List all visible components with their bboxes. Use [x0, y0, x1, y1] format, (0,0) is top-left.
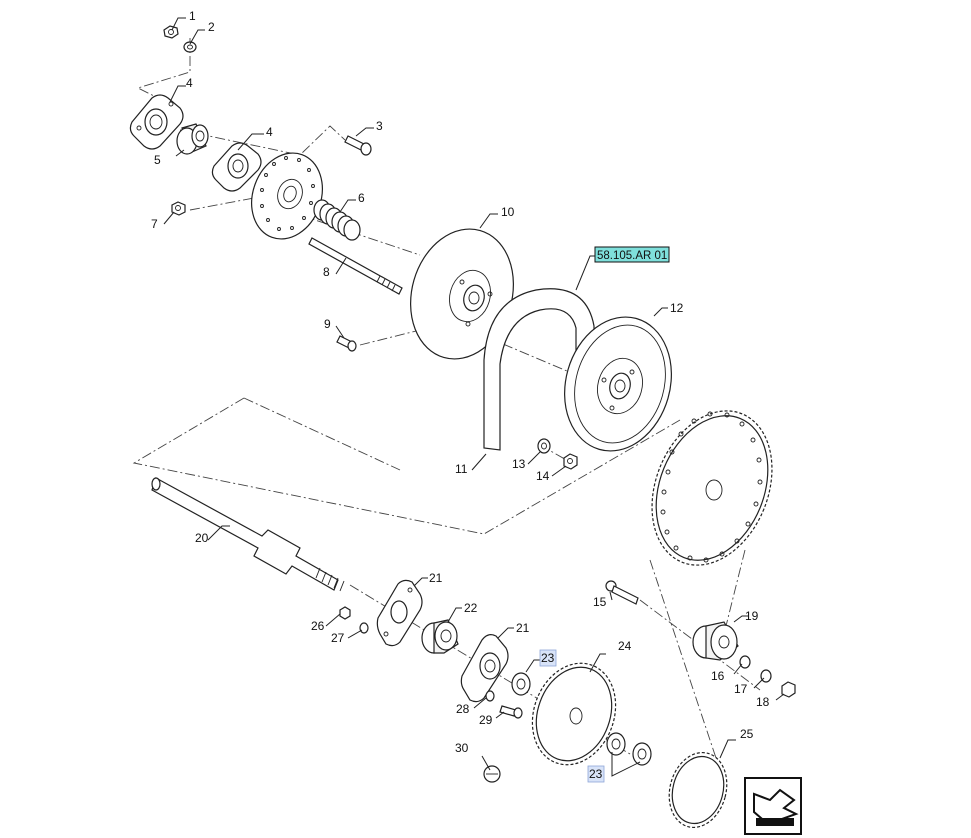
callout-13: 13	[512, 457, 526, 471]
callout-9: 9	[324, 317, 331, 331]
pulley-half-part-10	[410, 228, 514, 360]
bolt-part-15	[605, 580, 639, 605]
callout-18: 18	[756, 695, 770, 709]
callout-2: 2	[208, 20, 215, 34]
washer-part-27	[359, 622, 369, 634]
nut-part-18	[781, 681, 796, 698]
reference-link-text[interactable]: 58.105.AR 01	[597, 250, 667, 262]
stud-part-8	[308, 237, 403, 295]
callout-26: 26	[311, 619, 325, 633]
callout-17: 17	[734, 682, 748, 696]
washer-part-2	[183, 41, 197, 53]
cap-part-30	[483, 765, 501, 783]
callout-24: 24	[618, 639, 632, 653]
callout-6: 6	[358, 191, 365, 205]
callout-25: 25	[740, 727, 754, 741]
spacer-part-23-upper	[511, 672, 531, 696]
bolt-part-29	[499, 705, 523, 719]
washer-part-13	[537, 438, 551, 454]
flange-part-21-lower	[460, 634, 509, 703]
callout-3: 3	[376, 119, 383, 133]
callout-12: 12	[670, 301, 684, 315]
sprocket-part-24	[531, 662, 617, 766]
callout-21b: 21	[516, 621, 530, 635]
pin-part-9	[336, 335, 357, 352]
flange-part-21-upper	[376, 579, 423, 647]
callout-19: 19	[745, 609, 759, 623]
callout-4b: 4	[266, 125, 273, 139]
callout-22: 22	[464, 601, 478, 615]
bolt-part-3	[344, 135, 372, 156]
callout-7: 7	[151, 217, 158, 231]
large-sprocket	[651, 410, 773, 566]
callout-11: 11	[455, 462, 468, 476]
callout-4a: 4	[186, 76, 193, 90]
spacer-part-23-lower	[606, 732, 652, 766]
callout-8: 8	[323, 265, 330, 279]
flange-part-4-left	[129, 94, 184, 150]
nut-part-26	[339, 606, 351, 620]
shaft-part-20	[151, 477, 345, 592]
belt-part-11	[483, 288, 595, 451]
callout-23b-highlight[interactable]: 23	[587, 765, 605, 783]
callout-1: 1	[189, 9, 196, 23]
idler-part-19	[692, 621, 739, 661]
washer-part-28	[485, 690, 495, 702]
callout-14: 14	[536, 469, 550, 483]
spring-part-6	[313, 199, 361, 241]
callout-21a: 21	[429, 571, 443, 585]
flange-part-4-right	[211, 142, 262, 192]
callout-30: 30	[455, 741, 469, 755]
callout-28: 28	[456, 702, 470, 716]
callout-27: 27	[331, 631, 345, 645]
bearing-part-22	[421, 619, 459, 654]
nut-part-14	[563, 453, 578, 470]
pressure-plate	[251, 152, 323, 240]
callout-5: 5	[154, 153, 161, 167]
next-view-arrow-icon[interactable]	[744, 777, 802, 835]
leader-lines	[163, 17, 785, 777]
reference-link[interactable]: 58.105.AR 01	[594, 246, 670, 263]
callout-20: 20	[195, 531, 209, 545]
callout-15: 15	[593, 595, 607, 609]
callout-23a-highlight[interactable]: 23	[539, 649, 557, 667]
callout-16: 16	[711, 669, 725, 683]
callout-23b[interactable]: 23	[589, 767, 603, 781]
bearing-part-5	[176, 123, 209, 155]
callout-10: 10	[501, 205, 515, 219]
nut-part-7	[171, 201, 186, 216]
nut-part-1	[163, 25, 179, 39]
sprocket-part-25	[668, 751, 728, 829]
callout-23a[interactable]: 23	[541, 651, 555, 665]
pulley-half-part-12	[564, 316, 672, 452]
callout-29: 29	[479, 713, 493, 727]
callout-labels: 1 2 4 5 4 3 6 7 8 9 10 11 12 13 14 20 21…	[151, 9, 770, 783]
washer-part-16	[739, 655, 751, 669]
